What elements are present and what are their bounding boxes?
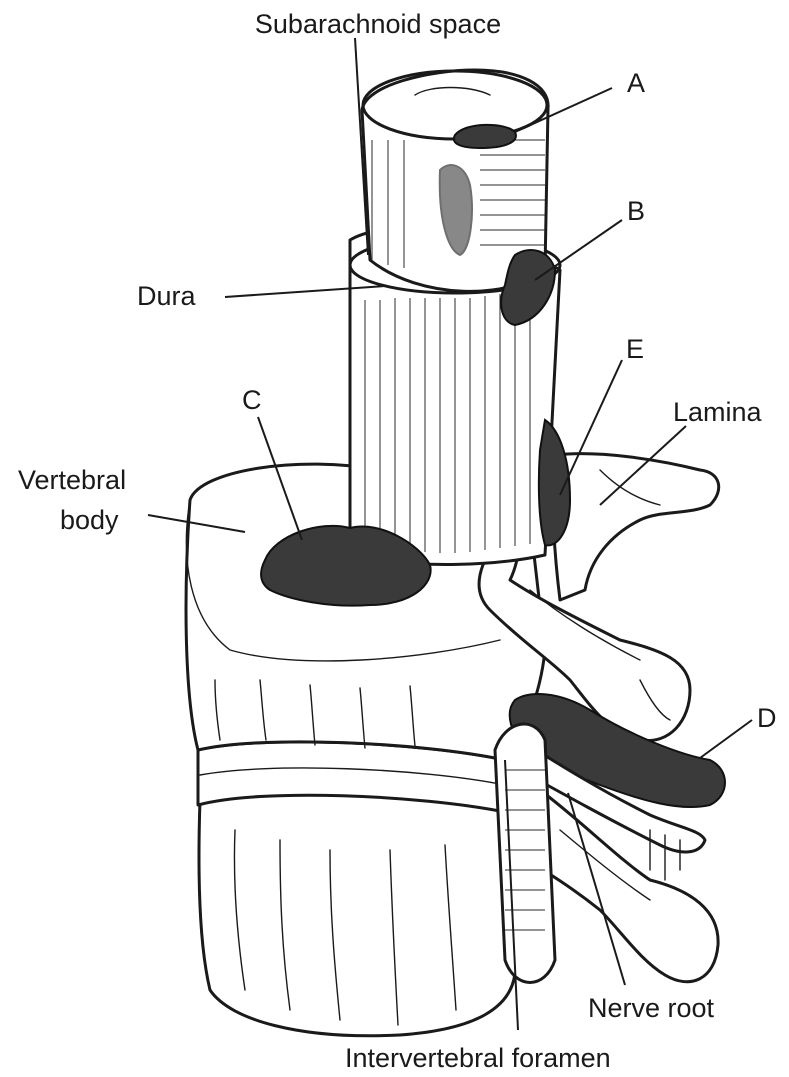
label-lamina: Lamina bbox=[673, 397, 763, 427]
label-b: B bbox=[627, 196, 645, 226]
label-nerve-root: Nerve root bbox=[588, 993, 715, 1023]
label-subarachnoid-space: Subarachnoid space bbox=[255, 9, 501, 39]
intervertebral-foramen bbox=[495, 724, 555, 983]
label-a: A bbox=[627, 68, 645, 98]
lesion-a bbox=[454, 125, 516, 148]
lower-vertebral-body bbox=[199, 789, 515, 1036]
label-dura: Dura bbox=[137, 281, 197, 311]
label-intervertebral-foramen: Intervertebral foramen bbox=[345, 1043, 611, 1073]
leader-d bbox=[700, 720, 752, 758]
leader-b bbox=[535, 220, 622, 280]
label-vertebral-body-line2: body bbox=[60, 505, 119, 535]
lamina bbox=[553, 454, 719, 600]
label-c: C bbox=[242, 385, 262, 415]
label-e: E bbox=[626, 334, 644, 364]
label-d: D bbox=[757, 703, 777, 733]
label-vertebral-body-line1: Vertebral bbox=[18, 465, 126, 495]
